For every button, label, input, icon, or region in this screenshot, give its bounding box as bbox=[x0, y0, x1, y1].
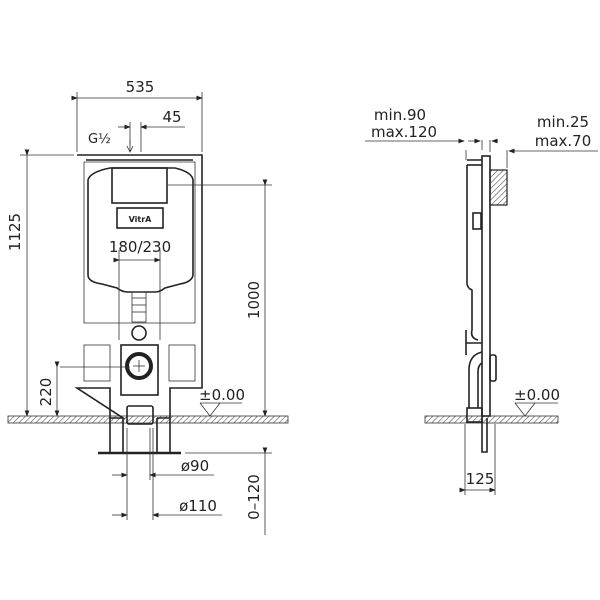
dim-wall-min: min.90 bbox=[374, 106, 426, 124]
brand-logo: VitrA bbox=[129, 215, 153, 224]
dim-outlet-height: 220 bbox=[37, 378, 55, 407]
floor-level-side: ±0.00 bbox=[514, 386, 560, 404]
flush-valve-housing bbox=[111, 167, 168, 204]
floor-front bbox=[7, 415, 289, 424]
inlet-label: G½ bbox=[88, 132, 111, 147]
dim-total-height: 1125 bbox=[6, 213, 24, 251]
dim-fixing-spacing: 180/230 bbox=[109, 238, 171, 256]
frame-outline bbox=[74, 154, 203, 419]
side-view: min.90 max.120 min.25 max.70 ±0.00 125 bbox=[365, 106, 598, 495]
dim-finish-min: min.25 bbox=[537, 113, 589, 131]
brand-plate bbox=[116, 207, 164, 229]
floor-side bbox=[424, 415, 559, 424]
dim-pipe-90: ø90 bbox=[181, 457, 209, 475]
dimension-lines-front bbox=[20, 92, 272, 535]
cistern: VitrA bbox=[87, 167, 194, 323]
dim-wall-max: max.120 bbox=[371, 123, 437, 141]
dim-depth: 125 bbox=[466, 470, 495, 488]
dim-flush-height: 1000 bbox=[245, 281, 263, 319]
flush-plate-mount bbox=[489, 169, 508, 206]
dim-finish-max: max.70 bbox=[535, 132, 592, 150]
frame-side bbox=[481, 155, 491, 417]
dim-foot-adjust: 0–120 bbox=[245, 474, 263, 520]
dim-inlet-offset: 45 bbox=[162, 108, 181, 126]
dim-width: 535 bbox=[126, 78, 155, 96]
dim-pipe-110: ø110 bbox=[179, 497, 217, 515]
lower-frame bbox=[83, 325, 196, 520]
side-bracket bbox=[472, 212, 482, 230]
floor-level-front: ±0.00 bbox=[199, 386, 245, 404]
front-view: VitrA bbox=[6, 78, 289, 535]
